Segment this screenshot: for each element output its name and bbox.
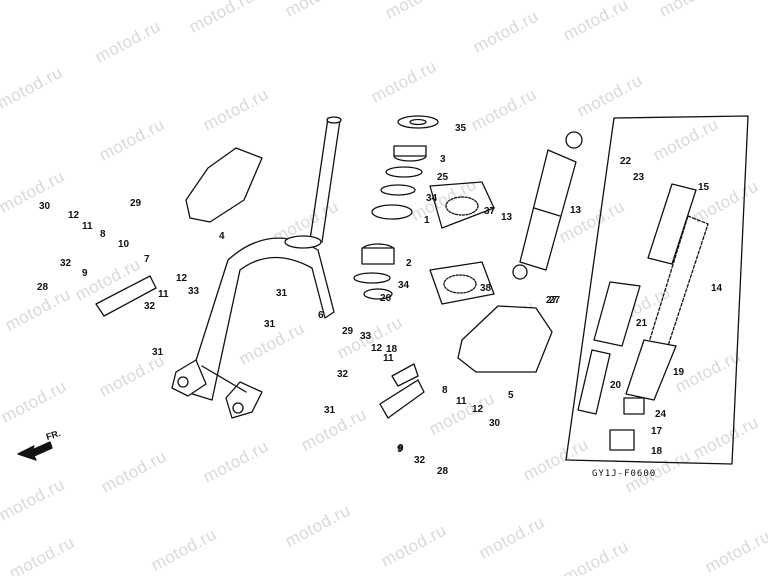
part-callout: 13 [501,212,513,223]
part-callout: 8 [100,229,106,240]
lower-cover [457,305,553,373]
part-callout: 34 [426,193,438,204]
part-callout: 11 [456,396,467,407]
part-callout: 31 [264,319,276,330]
part-callout: 35 [455,123,467,134]
part-callout: 11 [383,353,394,364]
part-callout: 8 [442,385,448,396]
part-callout: 31 [324,405,336,416]
part-callout: 32 [337,369,349,380]
part-callout: 13 [570,205,582,216]
part-callout: 9 [82,268,88,279]
upper-cover [185,147,263,223]
part-callout: 30 [39,201,51,212]
part-callout: 20 [610,380,622,391]
part-callout: 3 [440,154,446,165]
part-callout: 22 [620,156,632,167]
part-callout: 12 [68,210,80,221]
part-callout: 18 [386,344,398,355]
part-callout: 27 [546,295,558,306]
part-callout: 18 [651,446,663,457]
part-callout: 23 [633,172,645,183]
part-callout: 11 [82,221,93,232]
shock-absorber [512,131,583,280]
front-arrow [17,441,53,461]
part-callout: 15 [698,182,710,193]
part-callout: 9 [397,444,403,455]
linkage-rods [95,275,425,419]
part-callout: 33 [360,331,372,342]
part-callout: 12 [472,404,484,415]
diagram-code: GY1J-F0600 [592,469,657,479]
part-callout: 33 [188,286,200,297]
boxed-bearings [429,181,495,305]
part-callout: 24 [655,409,667,420]
part-callout: 10 [118,239,130,250]
part-callout: 27 [549,295,561,306]
part-callout: 31 [152,347,164,358]
part-callout: 1 [424,215,430,226]
part-callout: 29 [342,326,354,337]
steering-stem [284,116,342,249]
part-callout: 32 [144,301,156,312]
swingarm-frame [171,237,335,419]
part-callout: 2 [406,258,412,269]
bearing-stack [353,115,439,300]
part-callout: 32 [60,258,72,269]
part-callout: 28 [437,466,449,477]
part-callout: 12 [371,343,383,354]
part-callout: 28 [37,282,49,293]
part-callout: 11 [158,289,169,300]
part-callout: 25 [437,172,449,183]
part-callout: 32 [414,455,426,466]
part-callout: 4 [219,231,225,242]
part-callout: 14 [711,283,723,294]
part-callout: 31 [276,288,288,299]
part-callout: 29 [130,198,142,209]
part-callout: 17 [651,426,663,437]
part-callout: 9 [398,443,404,454]
part-callout: 5 [508,390,514,401]
part-callout: 21 [636,318,648,329]
part-callout: 37 [484,206,496,217]
part-callout: 19 [673,367,685,378]
part-callout: 34 [398,280,410,291]
part-callout: 38 [480,283,492,294]
part-callout: 30 [489,418,501,429]
part-callout: 7 [144,254,150,265]
part-callout: 6 [318,310,324,321]
part-callout: 12 [176,273,188,284]
shock-box [565,115,749,465]
part-callout: 26 [380,293,392,304]
